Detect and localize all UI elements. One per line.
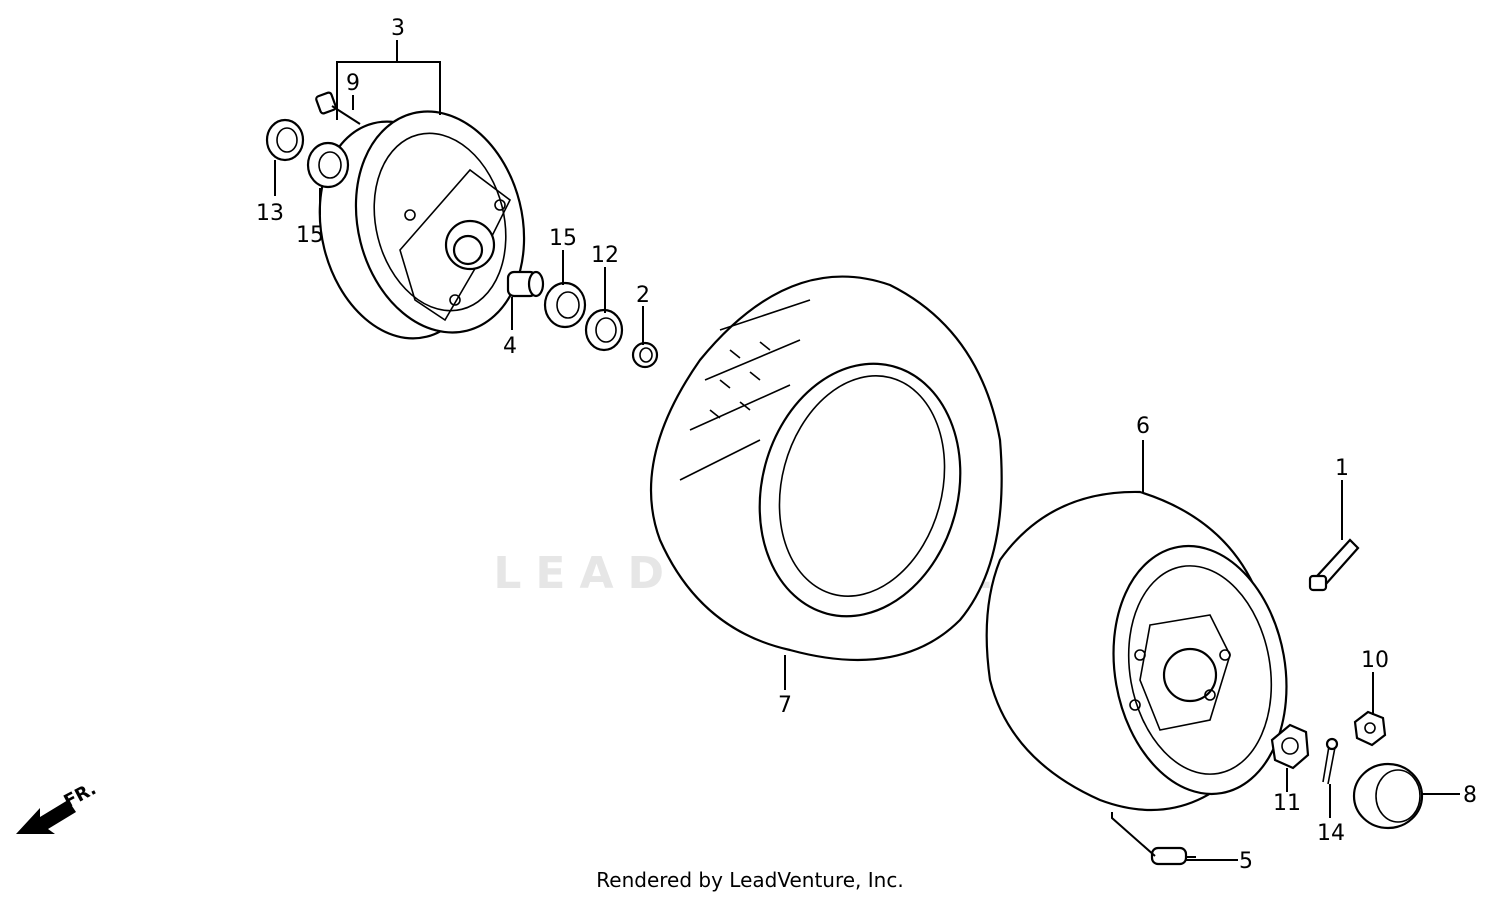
callout-5: 5 [1239, 849, 1253, 874]
callout-9: 9 [346, 71, 360, 96]
callout-2: 2 [636, 283, 650, 308]
callout-14: 14 [1317, 821, 1345, 846]
callout-13: 13 [256, 201, 284, 226]
part-4-collar[interactable] [506, 270, 545, 298]
credit-line: Rendered by LeadVenture, Inc. [596, 868, 904, 892]
part-12-oil-seal[interactable] [584, 308, 624, 352]
front-direction-indicator: FR. [16, 778, 100, 834]
callout-10: 10 [1361, 648, 1389, 673]
part-14-cotter-pin[interactable] [1322, 737, 1339, 785]
callout-labels: 3 9 13 15 4 15 12 2 7 6 1 10 11 14 8 5 [256, 16, 1477, 874]
part-8-hub-cap[interactable] [1352, 762, 1424, 830]
leader-lines [274, 40, 1460, 861]
callout-6: 6 [1136, 414, 1150, 439]
callout-7: 7 [778, 693, 792, 718]
part-15-bearing-lower[interactable] [543, 281, 587, 329]
part-2-dust-seal[interactable] [631, 341, 659, 369]
part-13-oil-seal[interactable] [265, 118, 305, 162]
callout-3: 3 [391, 16, 405, 41]
part-3-brake-drum[interactable] [298, 93, 547, 355]
part-6-wheel-rim[interactable] [985, 490, 1306, 812]
callout-15-lower: 15 [549, 226, 577, 251]
part-11-castle-nut[interactable] [1270, 723, 1310, 770]
callout-8: 8 [1463, 783, 1477, 808]
callout-12: 12 [591, 243, 619, 268]
part-5-wheel-bolt[interactable] [1150, 846, 1196, 866]
callout-1: 1 [1335, 456, 1349, 481]
callout-15-upper: 15 [296, 223, 324, 248]
front-arrow-icon [16, 800, 76, 834]
part-1-valve-stem[interactable] [1308, 538, 1360, 592]
callout-4: 4 [503, 334, 517, 359]
part-15-bearing-upper[interactable] [306, 141, 350, 189]
part-10-nut[interactable] [1353, 710, 1387, 747]
callout-11: 11 [1273, 791, 1301, 816]
part-7-tire[interactable] [650, 275, 1003, 662]
